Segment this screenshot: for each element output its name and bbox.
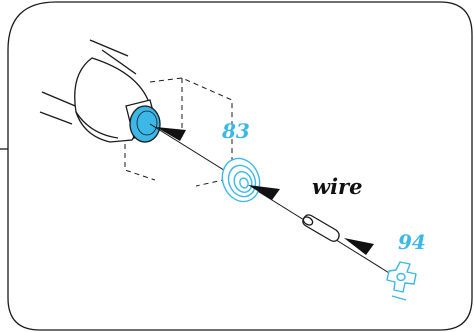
detail-frame xyxy=(7,1,473,331)
cross-clip-icon xyxy=(386,261,417,301)
arrow-into-washer xyxy=(248,185,280,200)
wire-label: wire xyxy=(312,174,362,199)
arrow-into-wire xyxy=(344,238,374,255)
part-number-83: 83 xyxy=(221,119,250,143)
arrow-into-nozzle xyxy=(156,127,186,141)
nozzle-icon xyxy=(39,39,161,143)
spiral-washer-icon xyxy=(221,157,261,203)
part-number-94: 94 xyxy=(398,230,426,254)
dashed-mount-outline xyxy=(124,77,233,187)
wire-segment-icon xyxy=(302,214,340,242)
